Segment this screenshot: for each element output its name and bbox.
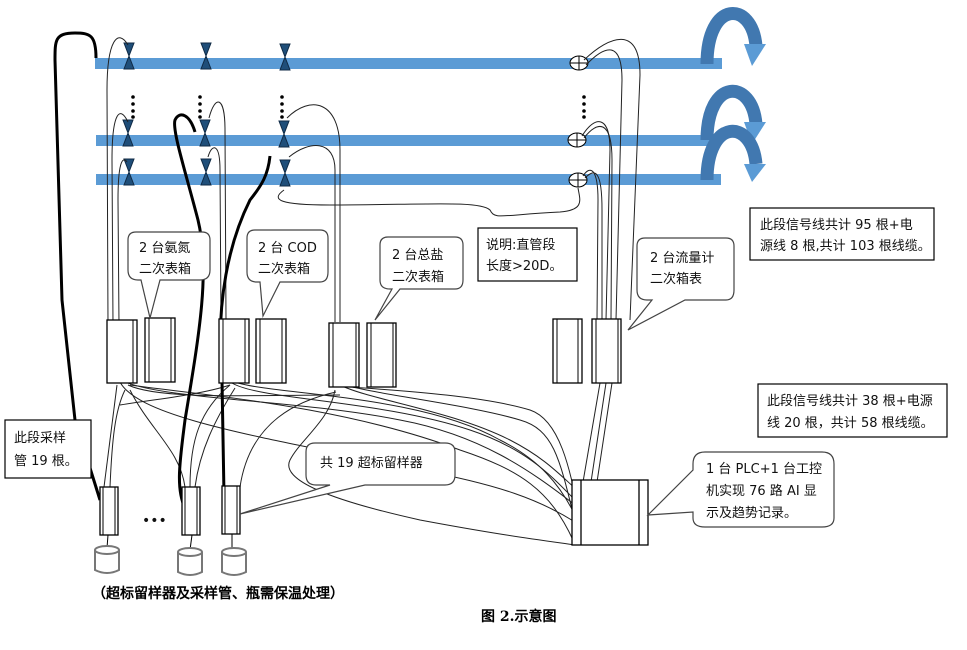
note-sample-tubes: 此段采样 管 19 根。	[4, 419, 92, 479]
valve-icon[interactable]	[279, 159, 291, 187]
note-straight-pipe-line2: 长度>20D。	[486, 258, 562, 274]
figure-caption: 图 2.示意图	[481, 608, 557, 625]
horizontal-ellipsis: •••	[142, 513, 167, 529]
valve-icon[interactable]	[123, 158, 135, 186]
valve-icon[interactable]	[200, 158, 212, 186]
callout-ammonia-line1: 2 台氨氮	[139, 241, 190, 256]
plc-cabinet[interactable]	[571, 479, 649, 546]
note-sample-tubes-line2: 管 19 根。	[14, 454, 78, 469]
flow-box-1[interactable]	[552, 318, 583, 384]
callout-plc-line1: 1 台 PLC+1 台工控	[706, 462, 822, 477]
flowmeter-icon[interactable]	[568, 172, 588, 188]
cod-box-2[interactable]	[255, 318, 287, 384]
note-lower-cables-line2: 线 20 根，共计 58 根线缆。	[767, 415, 934, 431]
valve-icon[interactable]	[123, 42, 135, 70]
callout-flow: 2 台流量计 二次箱表	[627, 237, 735, 331]
return-arrows	[700, 7, 766, 182]
pipe-1	[95, 58, 722, 69]
sampler-2[interactable]	[181, 486, 201, 536]
sample-bottle-icon	[177, 547, 203, 576]
callout-plc-line2: 机实现 76 路 AI 显	[706, 483, 817, 499]
note-upper-cables-line2: 源线 8 根,共计 103 根线缆。	[760, 238, 931, 254]
insulation-note: （超标留样器及采样管、瓶需保温处理）	[92, 585, 344, 602]
curved-arrow-icon	[700, 84, 766, 144]
note-lower-cables: 此段信号线共计 38 根+电源 线 20 根，共计 58 根线缆。	[757, 383, 948, 438]
pipe-2	[96, 135, 721, 146]
callout-samplers: 共 19 超标留样器	[239, 442, 456, 515]
curved-arrow-icon	[700, 124, 766, 182]
signal-wires	[103, 37, 641, 546]
sample-bottle-icon	[221, 547, 247, 576]
ammonia-box-1[interactable]	[106, 319, 138, 384]
callout-salt: 2 台总盐 二次表箱	[374, 236, 464, 321]
sampler-1[interactable]	[99, 486, 119, 536]
note-upper-cables: 此段信号线共计 95 根+电 源线 8 根,共计 103 根线缆。	[749, 207, 935, 261]
callout-cod-line1: 2 台 COD	[258, 241, 317, 256]
sample-bottle-icon	[94, 545, 120, 574]
callout-plc: 1 台 PLC+1 台工控 机实现 76 路 AI 显 示及趋势记录。	[646, 451, 835, 528]
ammonia-box-2[interactable]	[144, 317, 176, 383]
pipe-3	[96, 174, 721, 185]
callout-flow-line1: 2 台流量计	[650, 251, 714, 266]
flowmeters	[567, 55, 589, 188]
vertical-ellipsis-marks	[131, 95, 586, 119]
salt-box-1[interactable]	[328, 322, 360, 388]
callout-ammonia: 2 台氨氮 二次表箱	[127, 231, 211, 319]
note-straight-pipe-line1: 说明:直管段	[486, 238, 555, 253]
curved-arrow-icon	[700, 7, 766, 66]
valve-icon[interactable]	[200, 42, 212, 70]
instrument-boxes	[106, 317, 622, 388]
cod-box-1[interactable]	[218, 318, 250, 384]
valve-icon[interactable]	[279, 43, 291, 71]
valve-icon[interactable]	[199, 119, 211, 147]
callout-plc-line3: 示及趋势记录。	[706, 505, 797, 521]
callout-ammonia-line2: 二次表箱	[139, 261, 191, 277]
valve-icon[interactable]	[122, 119, 134, 147]
callout-cod: 2 台 COD 二次表箱	[246, 229, 329, 319]
flow-box-2[interactable]	[591, 318, 622, 384]
note-straight-pipe: 说明:直管段 长度>20D。	[477, 227, 578, 282]
salt-box-2[interactable]	[366, 322, 397, 388]
flowmeter-icon[interactable]	[567, 132, 587, 148]
valves	[122, 42, 291, 187]
sampler-3[interactable]	[221, 485, 241, 535]
callout-cod-line2: 二次表箱	[258, 261, 310, 277]
callout-salt-line1: 2 台总盐	[392, 248, 443, 263]
note-upper-cables-line1: 此段信号线共计 95 根+电	[760, 218, 913, 233]
note-lower-cables-line1: 此段信号线共计 38 根+电源	[767, 394, 933, 409]
callout-flow-line2: 二次箱表	[650, 271, 702, 287]
note-sample-tubes-line1: 此段采样	[14, 431, 66, 446]
pipes	[95, 58, 722, 185]
samplers: •••	[94, 485, 247, 576]
callout-salt-line2: 二次表箱	[392, 269, 444, 285]
callout-samplers-line1: 共 19 超标留样器	[320, 456, 423, 471]
valve-icon[interactable]	[278, 120, 290, 148]
